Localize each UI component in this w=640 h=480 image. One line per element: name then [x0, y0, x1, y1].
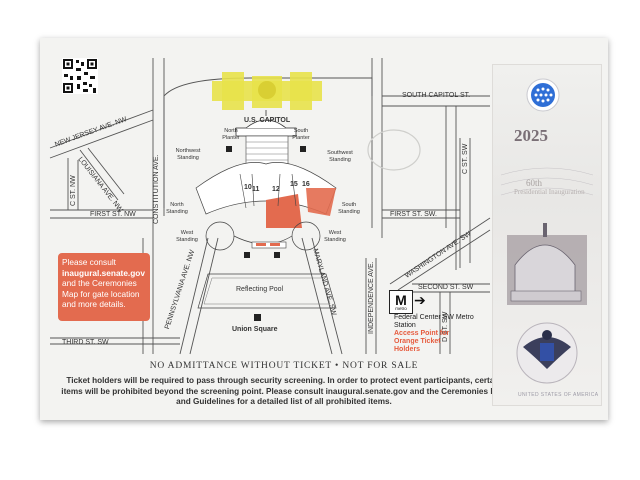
label-west-standing-right: West Standing	[324, 230, 346, 243]
gate-info-notice: Please consult inaugural.senate.gov and …	[58, 253, 150, 321]
label-south-standing: South Standing	[338, 202, 360, 215]
label-north-standing: North Standing	[166, 202, 188, 215]
qr-code-icon	[62, 58, 98, 94]
label-northwest-standing: Northwest Standing	[175, 148, 201, 161]
accessibility-icon	[226, 146, 306, 321]
label-southwest-standing: Southwest Standing	[327, 150, 353, 163]
metro-label: metro	[395, 306, 407, 311]
street-first-st-sw: FIRST ST. SW.	[390, 211, 437, 218]
hologram-subtitle: Presidential Inauguration	[514, 188, 585, 196]
street-second-st-sw: SECOND ST. SW	[418, 284, 474, 291]
access-point-label: Access Point for Orange Ticket Holders	[394, 330, 450, 353]
ceremony-map	[49, 58, 491, 355]
hologram-edition: 60th	[526, 178, 543, 188]
section-12: 12	[272, 186, 280, 193]
security-notice: Ticket holders will be required to pass …	[61, 376, 507, 406]
hologram-country: UNITED STATES OF AMERICA	[518, 392, 599, 398]
section-10: 10	[244, 184, 252, 191]
section-15: 15	[290, 181, 298, 188]
section-16: 16	[302, 181, 310, 188]
highlight-building	[212, 72, 322, 110]
label-reflecting-pool: Reflecting Pool	[236, 286, 284, 293]
street-first-st-nw: FIRST ST. NW	[90, 211, 136, 218]
street-third-st-sw: THIRD ST. SW	[62, 339, 109, 346]
metro-station-label: Federal Center SW Metro Station	[394, 314, 474, 329]
admittance-headline: NO ADMITTANCE WITHOUT TICKET • NOT FOR S…	[149, 361, 419, 371]
hologram-strip	[492, 64, 602, 406]
street-c-st-sw: C ST. SW	[462, 143, 469, 174]
label-west-standing-left: West Standing	[176, 230, 198, 243]
label-capitol: U.S. CAPITOL	[244, 117, 291, 124]
section-11: 11	[252, 186, 260, 193]
arrow-right-icon: ➔	[414, 292, 426, 308]
hologram-year: 2025	[514, 126, 548, 145]
metro-icon: M metro	[389, 290, 413, 314]
street-south-capitol: SOUTH CAPITOL ST.	[402, 92, 471, 99]
metro-letter: M	[395, 292, 407, 308]
notice-line3: and the Ceremonies Map for gate location…	[62, 278, 140, 310]
ticket-card: SOUTH CAPITOL ST. NEW JERSEY AVE. NW LOU…	[40, 38, 608, 420]
label-north-planter: North Planter	[222, 128, 240, 141]
street-independence: INDEPENDENCE AVE.	[368, 261, 375, 334]
hologram-art	[500, 78, 594, 384]
notice-site[interactable]: inaugural.senate.gov	[62, 267, 145, 278]
label-south-planter: South Planter	[292, 128, 310, 141]
notice-line1: Please consult	[62, 257, 116, 267]
street-c-st-nw: C ST. NW	[70, 175, 77, 206]
eagle-seal-icon	[516, 322, 578, 384]
capitol-dome-icon	[507, 223, 587, 305]
label-union-square: Union Square	[232, 326, 278, 333]
